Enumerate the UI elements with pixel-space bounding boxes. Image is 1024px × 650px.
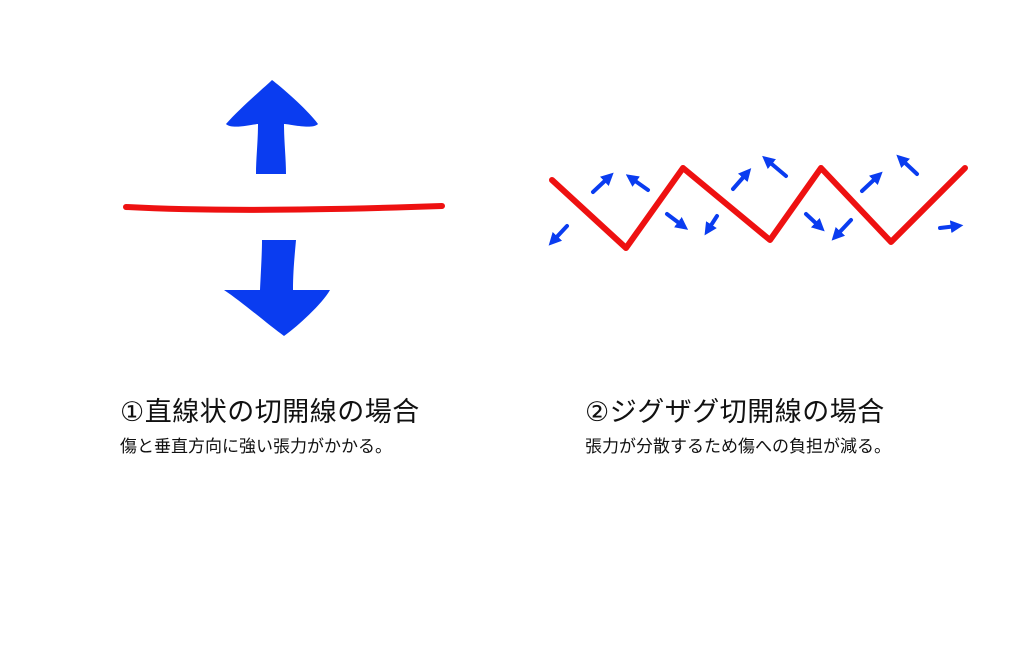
small-arrow-icon <box>831 218 853 241</box>
zigzag-incision-description: 張力が分散するため傷への負担が減る。 <box>585 437 891 457</box>
big-arrow-down-icon <box>224 240 330 336</box>
small-arrow-icon <box>860 171 883 193</box>
straight-incision-line <box>123 203 445 213</box>
small-arrow-icon <box>625 174 650 192</box>
zigzag-incision-line <box>549 165 968 251</box>
small-arrow-icon <box>665 212 689 230</box>
small-arrow-icon <box>591 172 614 194</box>
zigzag-incision-title: ②ジグザグ切開線の場合 <box>585 397 885 428</box>
small-arrow-icon <box>938 220 964 234</box>
small-tension-arrows <box>548 154 964 246</box>
straight-incision-caption: ①直線状の切開線の場合 傷と垂直方向に強い張力がかかる。 <box>120 396 420 459</box>
big-arrow-up-icon <box>226 80 318 174</box>
small-arrow-icon <box>762 155 788 178</box>
straight-incision-panel <box>123 80 445 336</box>
straight-incision-description: 傷と垂直方向に強い張力がかかる。 <box>120 437 392 457</box>
small-arrow-icon <box>548 224 569 246</box>
small-arrow-icon <box>731 168 752 191</box>
small-arrow-icon <box>896 154 919 176</box>
small-arrow-icon <box>804 212 825 232</box>
zigzag-incision-caption: ②ジグザグ切開線の場合 張力が分散するため傷への負担が減る。 <box>585 396 891 459</box>
small-arrow-icon <box>704 214 719 236</box>
zigzag-incision-panel <box>548 154 968 251</box>
straight-incision-title: ①直線状の切開線の場合 <box>120 397 420 428</box>
